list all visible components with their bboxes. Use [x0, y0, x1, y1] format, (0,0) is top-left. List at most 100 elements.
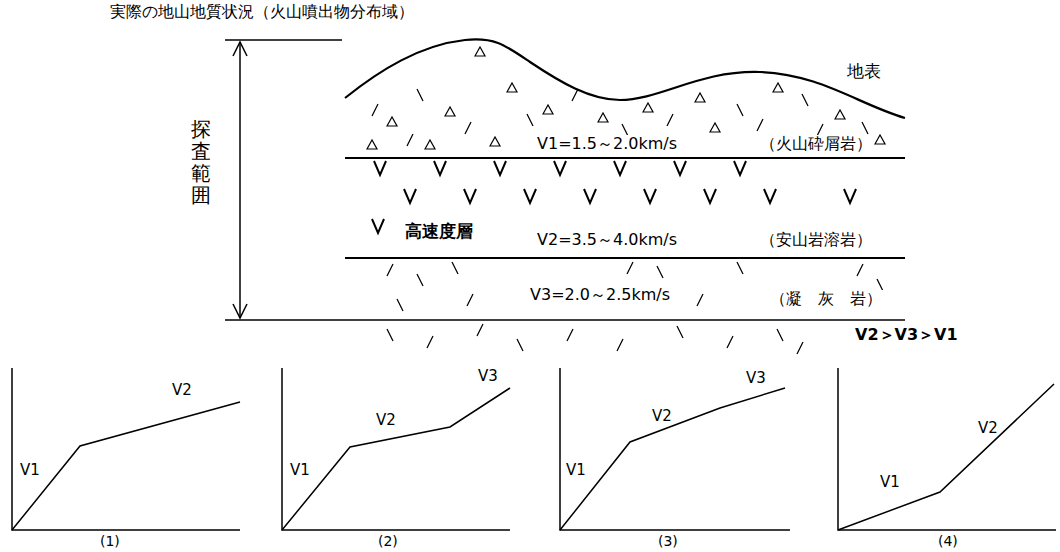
tuff-symbol	[407, 134, 413, 146]
pyroclastic-symbol	[695, 93, 705, 102]
travel-time-curve	[838, 384, 1054, 530]
travel-time-curve	[560, 388, 785, 530]
tuff-symbol	[387, 329, 393, 341]
pyroclastic-symbol	[835, 110, 845, 119]
velocity-order: V2＞V3＞V1	[855, 326, 958, 344]
andesite-symbol	[524, 189, 536, 203]
graph-number: (2)	[378, 533, 398, 549]
tuff-symbol	[677, 326, 683, 338]
tuff-symbol	[657, 266, 663, 278]
pyroclastic-symbol	[475, 47, 485, 56]
tuff-symbol	[427, 336, 433, 348]
tuff-symbol	[527, 114, 533, 126]
andesite-symbol	[674, 161, 686, 175]
pyroclastic-symbol	[490, 137, 500, 146]
tuff-symbol	[802, 94, 808, 106]
tuff-symbol	[777, 329, 783, 341]
curve-label: V3	[478, 368, 498, 385]
diagram-title: 実際の地山地質状況（火山噴出物分布域）	[110, 3, 414, 21]
andesite-symbol	[404, 189, 416, 203]
pyroclastic-symbol	[367, 140, 377, 149]
tuff-symbol	[467, 294, 473, 306]
pyroclastic-symbol	[710, 123, 720, 132]
graph-axes	[282, 368, 510, 530]
andesite-symbol	[644, 189, 656, 203]
andesite-symbol	[614, 161, 626, 175]
tuff-symbol	[667, 114, 673, 126]
tuff-symbol	[387, 264, 393, 276]
rock-label: （凝 灰 岩）	[768, 290, 884, 308]
graph-axes	[838, 368, 1056, 530]
velocity-label: V2=3.5～4.0km/s	[535, 231, 679, 249]
tuff-symbol	[727, 336, 733, 348]
andesite-symbol	[434, 161, 446, 175]
tuff-symbol	[567, 329, 573, 341]
andesite-symbol	[734, 161, 746, 175]
velocity-label: V3=2.0～2.5km/s	[528, 286, 672, 304]
tuff-symbol	[452, 262, 458, 274]
andesite-symbol	[494, 161, 506, 175]
curve-label: V1	[880, 474, 900, 491]
surface-label: 地表	[845, 62, 883, 82]
andesite-symbol	[764, 189, 776, 203]
andesite-symbol	[374, 161, 386, 175]
pyroclastic-symbol	[445, 107, 455, 116]
range-bottom-line	[225, 319, 905, 321]
graph-number: (3)	[658, 533, 678, 549]
andesite-symbol	[844, 189, 856, 203]
rock-label: （安山岩溶岩）	[758, 231, 874, 249]
tuff-symbol	[517, 339, 523, 351]
pyroclastic-symbol	[543, 105, 553, 114]
range-label: 探査範囲	[191, 118, 211, 206]
travel-time-curve	[282, 388, 510, 530]
range-arrow	[239, 42, 241, 318]
andesite-symbol	[372, 219, 384, 233]
ground-surface	[345, 39, 905, 118]
andesite-symbol	[584, 189, 596, 203]
tuff-symbol	[397, 299, 403, 311]
curve-label: V1	[290, 462, 310, 479]
pyroclastic-symbol	[387, 117, 397, 126]
tuff-symbol	[617, 339, 623, 351]
tuff-symbol	[697, 294, 703, 306]
pyroclastic-symbol	[643, 103, 653, 112]
tuff-symbol	[862, 122, 868, 134]
tuff-symbol	[627, 262, 633, 274]
tuff-symbol	[417, 274, 423, 286]
andesite-symbol	[704, 189, 716, 203]
pyroclastic-symbol	[773, 83, 783, 92]
graph-axes	[12, 368, 240, 530]
arrow-head	[233, 304, 247, 318]
curve-label: V1	[20, 462, 40, 479]
pyroclastic-symbol	[507, 83, 517, 92]
tuff-symbol	[417, 89, 423, 101]
curve-label: V2	[376, 412, 396, 429]
tuff-symbol	[372, 104, 378, 116]
pyroclastic-symbol	[875, 135, 885, 144]
graph-axes	[560, 368, 790, 530]
tuff-symbol	[757, 119, 763, 131]
arrow-head	[233, 42, 247, 56]
tuff-symbol	[465, 122, 471, 134]
andesite-symbol	[554, 161, 566, 175]
layer-label: 高速度層	[403, 222, 475, 242]
velocity-label: V1=1.5～2.0km/s	[535, 135, 679, 153]
layer-boundary	[345, 157, 905, 159]
tuff-symbol	[857, 264, 863, 276]
curve-label: V2	[172, 382, 192, 399]
graph-number: (4)	[938, 533, 958, 549]
tuff-symbol	[797, 342, 803, 354]
range-top-line	[225, 39, 342, 41]
tuff-symbol	[572, 89, 578, 101]
curve-label: V2	[652, 408, 672, 425]
graph-number: (1)	[100, 533, 120, 549]
curve-label: V3	[746, 370, 766, 387]
tuff-symbol	[737, 104, 743, 116]
pyroclastic-symbol	[598, 113, 608, 122]
pyroclastic-symbol	[425, 140, 435, 149]
tuff-symbol	[477, 324, 483, 336]
curve-label: V1	[566, 462, 586, 479]
travel-time-curve	[12, 402, 240, 530]
